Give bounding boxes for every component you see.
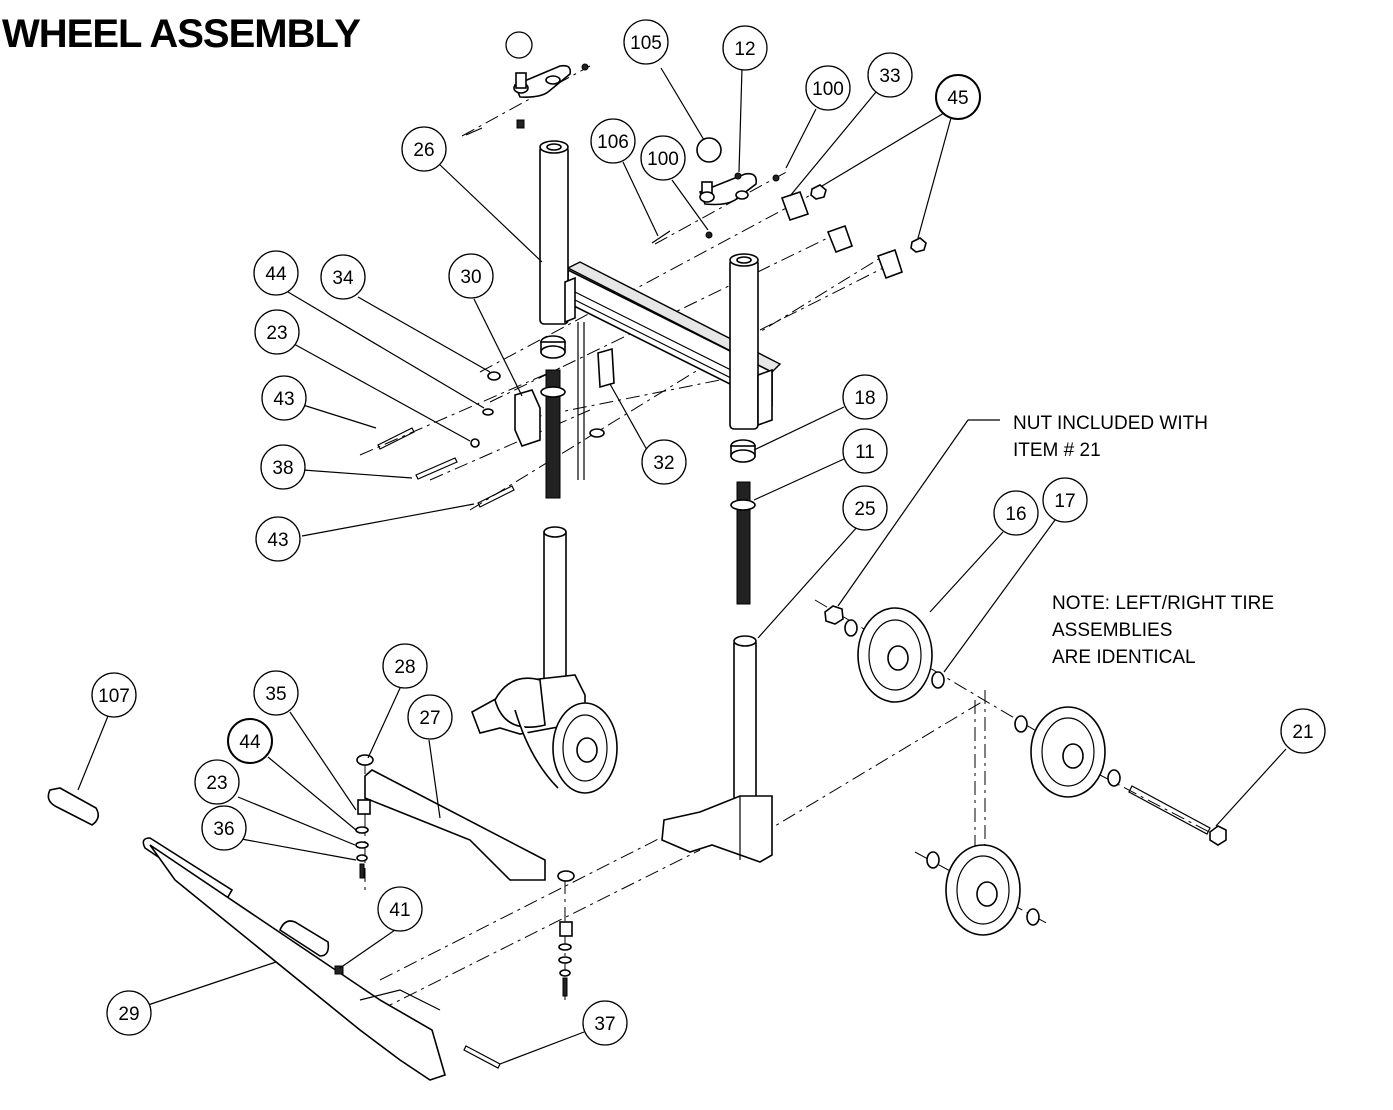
callout-label-29: 29 (118, 1004, 139, 1025)
nut-note-line-1: NUT INCLUDED WITH (1013, 413, 1208, 434)
callout-label-30: 30 (460, 267, 481, 288)
callout-23-bottom: 23 (194, 759, 240, 805)
callout-label-41: 41 (389, 900, 410, 921)
pin-plate-left (465, 63, 589, 136)
callout-label-25: 25 (854, 499, 875, 520)
callout-18: 18 (842, 374, 888, 420)
callout-106: 106 (590, 118, 636, 164)
callout-28: 28 (382, 643, 428, 689)
callout-16: 16 (993, 490, 1039, 536)
callout-label-43-bottom: 43 (267, 530, 288, 551)
callout-label-18: 18 (854, 388, 875, 409)
callout-label-32: 32 (653, 453, 674, 474)
callout-43-bottom: 43 (255, 516, 301, 562)
callout-label-12: 12 (734, 39, 755, 60)
callout-27: 27 (407, 694, 453, 740)
callout-107: 107 (91, 672, 137, 718)
callout-37: 37 (582, 1000, 628, 1046)
callout-label-35: 35 (265, 684, 286, 705)
callout-label-100-mid: 100 (647, 149, 679, 170)
callout-label-21: 21 (1292, 722, 1313, 743)
callout-17: 17 (1042, 477, 1088, 523)
identical-note-line-2: ARE IDENTICAL (1052, 647, 1196, 668)
callout-label-33: 33 (879, 66, 900, 87)
callout-label-38: 38 (272, 458, 293, 479)
bearings-and-screws (540, 335, 756, 605)
callout-43-top: 43 (261, 375, 307, 421)
callout-100-top: 100 (805, 65, 851, 111)
callout-35: 35 (253, 670, 299, 716)
left-caster-post (471, 526, 618, 794)
callout-label-23-top: 23 (266, 323, 287, 344)
leader-lines (77, 67, 1287, 1065)
callout-label-26: 26 (413, 140, 434, 161)
identical-assemblies-note: NOTE: LEFT/RIGHT TIRE ASSEMBLIES ARE IDE… (1052, 590, 1393, 671)
callout-label-11: 11 (855, 442, 875, 463)
callout-label-37: 37 (594, 1014, 615, 1035)
callout-label-27: 27 (419, 708, 440, 729)
identical-note-line-1: NOTE: LEFT/RIGHT TIRE ASSEMBLIES (1052, 593, 1275, 641)
callout-26: 26 (401, 126, 447, 172)
callout-label-45: 45 (947, 88, 968, 109)
callout-balloons: 105 12 100 33 45 26 106 100 (91, 19, 1326, 1046)
callout-11: 11 (842, 428, 888, 474)
callout-44-top: 44 (253, 250, 299, 296)
callout-label-105: 105 (630, 33, 662, 54)
callout-105: 105 (623, 19, 669, 65)
callout-100-mid: 100 (640, 135, 686, 181)
callout-label-100-top: 100 (812, 79, 844, 100)
clip-brackets (780, 184, 927, 280)
callout-21: 21 (1280, 708, 1326, 754)
left-hardware (377, 347, 615, 508)
callout-label-36: 36 (213, 819, 234, 840)
callout-label-43-top: 43 (273, 389, 294, 410)
nut-note-line-2: ITEM # 21 (1013, 440, 1101, 461)
callout-label-17: 17 (1054, 491, 1075, 512)
callout-38: 38 (260, 444, 306, 490)
callout-41: 41 (377, 886, 423, 932)
callout-36: 36 (201, 805, 247, 851)
callout-23-top: 23 (254, 309, 300, 355)
callout-blank (505, 31, 533, 59)
tie-bar (355, 754, 575, 997)
callout-12: 12 (722, 25, 768, 71)
callout-label-28: 28 (394, 657, 415, 678)
handle (47, 787, 501, 1081)
callout-44-bottom: 44 (227, 718, 273, 764)
callout-label-16: 16 (1005, 504, 1026, 525)
callout-label-34: 34 (332, 268, 354, 289)
nut-included-note: NUT INCLUDED WITH ITEM # 21 (1013, 410, 1208, 464)
callout-29: 29 (106, 990, 152, 1036)
diagram-title: WHEEL ASSEMBLY (2, 12, 361, 56)
callout-label-107: 107 (98, 686, 130, 707)
callout-34: 34 (320, 254, 366, 300)
callout-45: 45 (935, 74, 981, 120)
callout-30: 30 (448, 253, 494, 299)
pin-plate-right (651, 137, 780, 244)
callout-33: 33 (867, 52, 913, 98)
callout-25: 25 (842, 485, 888, 531)
callout-32: 32 (641, 439, 687, 485)
right-caster-post (661, 635, 773, 863)
callout-label-23-bottom: 23 (206, 773, 227, 794)
callout-label-44-bottom: 44 (239, 732, 261, 753)
wheels (824, 605, 1227, 936)
callout-label-106: 106 (597, 132, 629, 153)
callout-label-44-top: 44 (265, 264, 287, 285)
main-frame (539, 140, 782, 480)
